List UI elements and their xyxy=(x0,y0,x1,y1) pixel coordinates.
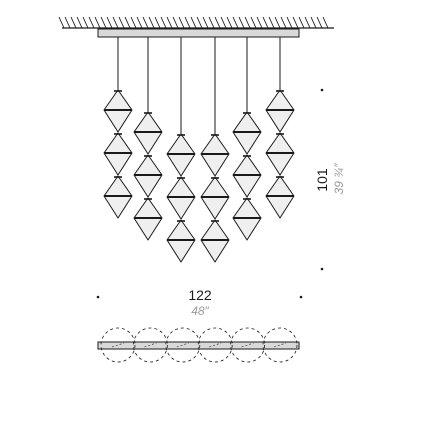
hatch-stroke xyxy=(262,16,269,29)
hatch-stroke xyxy=(304,16,311,29)
hatch-stroke xyxy=(106,16,113,29)
dimension-marker-dot xyxy=(96,295,100,299)
hatch-stroke xyxy=(148,16,155,29)
hatch-stroke xyxy=(190,16,197,29)
height-dimension-cm: 101 xyxy=(314,168,330,192)
hatch-stroke xyxy=(196,16,203,29)
hatch-stroke xyxy=(88,16,95,29)
hatch-stroke xyxy=(208,16,215,29)
hatch-stroke xyxy=(226,16,233,29)
hatch-stroke xyxy=(184,16,191,29)
hatch-stroke xyxy=(76,16,83,29)
pendant-1 xyxy=(103,37,133,219)
top-view-shade-outline xyxy=(262,327,298,363)
hatch-stroke xyxy=(124,16,131,29)
hatch-stroke xyxy=(214,16,221,29)
hatch-stroke xyxy=(250,16,257,29)
hatch-stroke xyxy=(112,16,119,29)
hatch-stroke xyxy=(244,16,251,29)
dimension-marker-dot xyxy=(299,295,303,299)
hatch-stroke xyxy=(316,16,323,29)
dimension-markers xyxy=(96,88,324,299)
hatch-stroke xyxy=(268,16,275,29)
pendant-group xyxy=(103,37,295,263)
hatch-stroke xyxy=(178,16,185,29)
top-view-shade-outline xyxy=(132,327,168,363)
top-view-shade-outline xyxy=(230,327,266,363)
ceiling-canopy xyxy=(97,28,300,38)
top-view-shade-outline xyxy=(165,327,201,363)
hatch-stroke xyxy=(160,16,167,29)
hatch-stroke xyxy=(238,16,245,29)
top-view-shade-outline xyxy=(100,327,136,363)
hatch-stroke xyxy=(292,16,299,29)
height-dimension-inches: 39 ¾″ xyxy=(332,163,346,195)
hatch-stroke xyxy=(154,16,161,29)
hatch-stroke xyxy=(142,16,149,29)
pendant-5 xyxy=(232,37,262,241)
hatch-stroke xyxy=(70,16,77,29)
hatch-stroke xyxy=(64,16,71,29)
hatch-stroke xyxy=(82,16,89,29)
hatch-stroke xyxy=(58,16,65,29)
hatch-stroke xyxy=(100,16,107,29)
hatch-stroke xyxy=(94,16,101,29)
ceiling-hatch xyxy=(58,16,334,29)
hatch-stroke xyxy=(136,16,143,29)
hatch-stroke xyxy=(274,16,281,29)
pendant-6 xyxy=(265,37,295,219)
top-view-plan xyxy=(97,327,300,363)
hatch-stroke xyxy=(166,16,173,29)
hatch-stroke xyxy=(130,16,137,29)
top-view-shade-outline xyxy=(197,327,233,363)
hatch-stroke xyxy=(232,16,239,29)
hatch-stroke xyxy=(202,16,209,29)
hatch-stroke xyxy=(298,16,305,29)
dimension-marker-dot xyxy=(320,267,324,271)
hatch-stroke xyxy=(220,16,227,29)
pendant-2 xyxy=(133,37,163,241)
hatch-stroke xyxy=(256,16,263,29)
width-dimension-cm: 122 xyxy=(188,287,212,303)
hatch-stroke xyxy=(286,16,293,29)
hatch-stroke xyxy=(280,16,287,29)
hatch-stroke xyxy=(172,16,179,29)
hatch-stroke xyxy=(118,16,125,29)
pendant-3 xyxy=(166,37,196,263)
hatch-stroke xyxy=(310,16,317,29)
dimension-marker-dot xyxy=(320,88,324,92)
pendant-4 xyxy=(200,37,230,263)
hatch-stroke xyxy=(322,16,329,29)
width-dimension-inches: 48″ xyxy=(191,304,209,318)
